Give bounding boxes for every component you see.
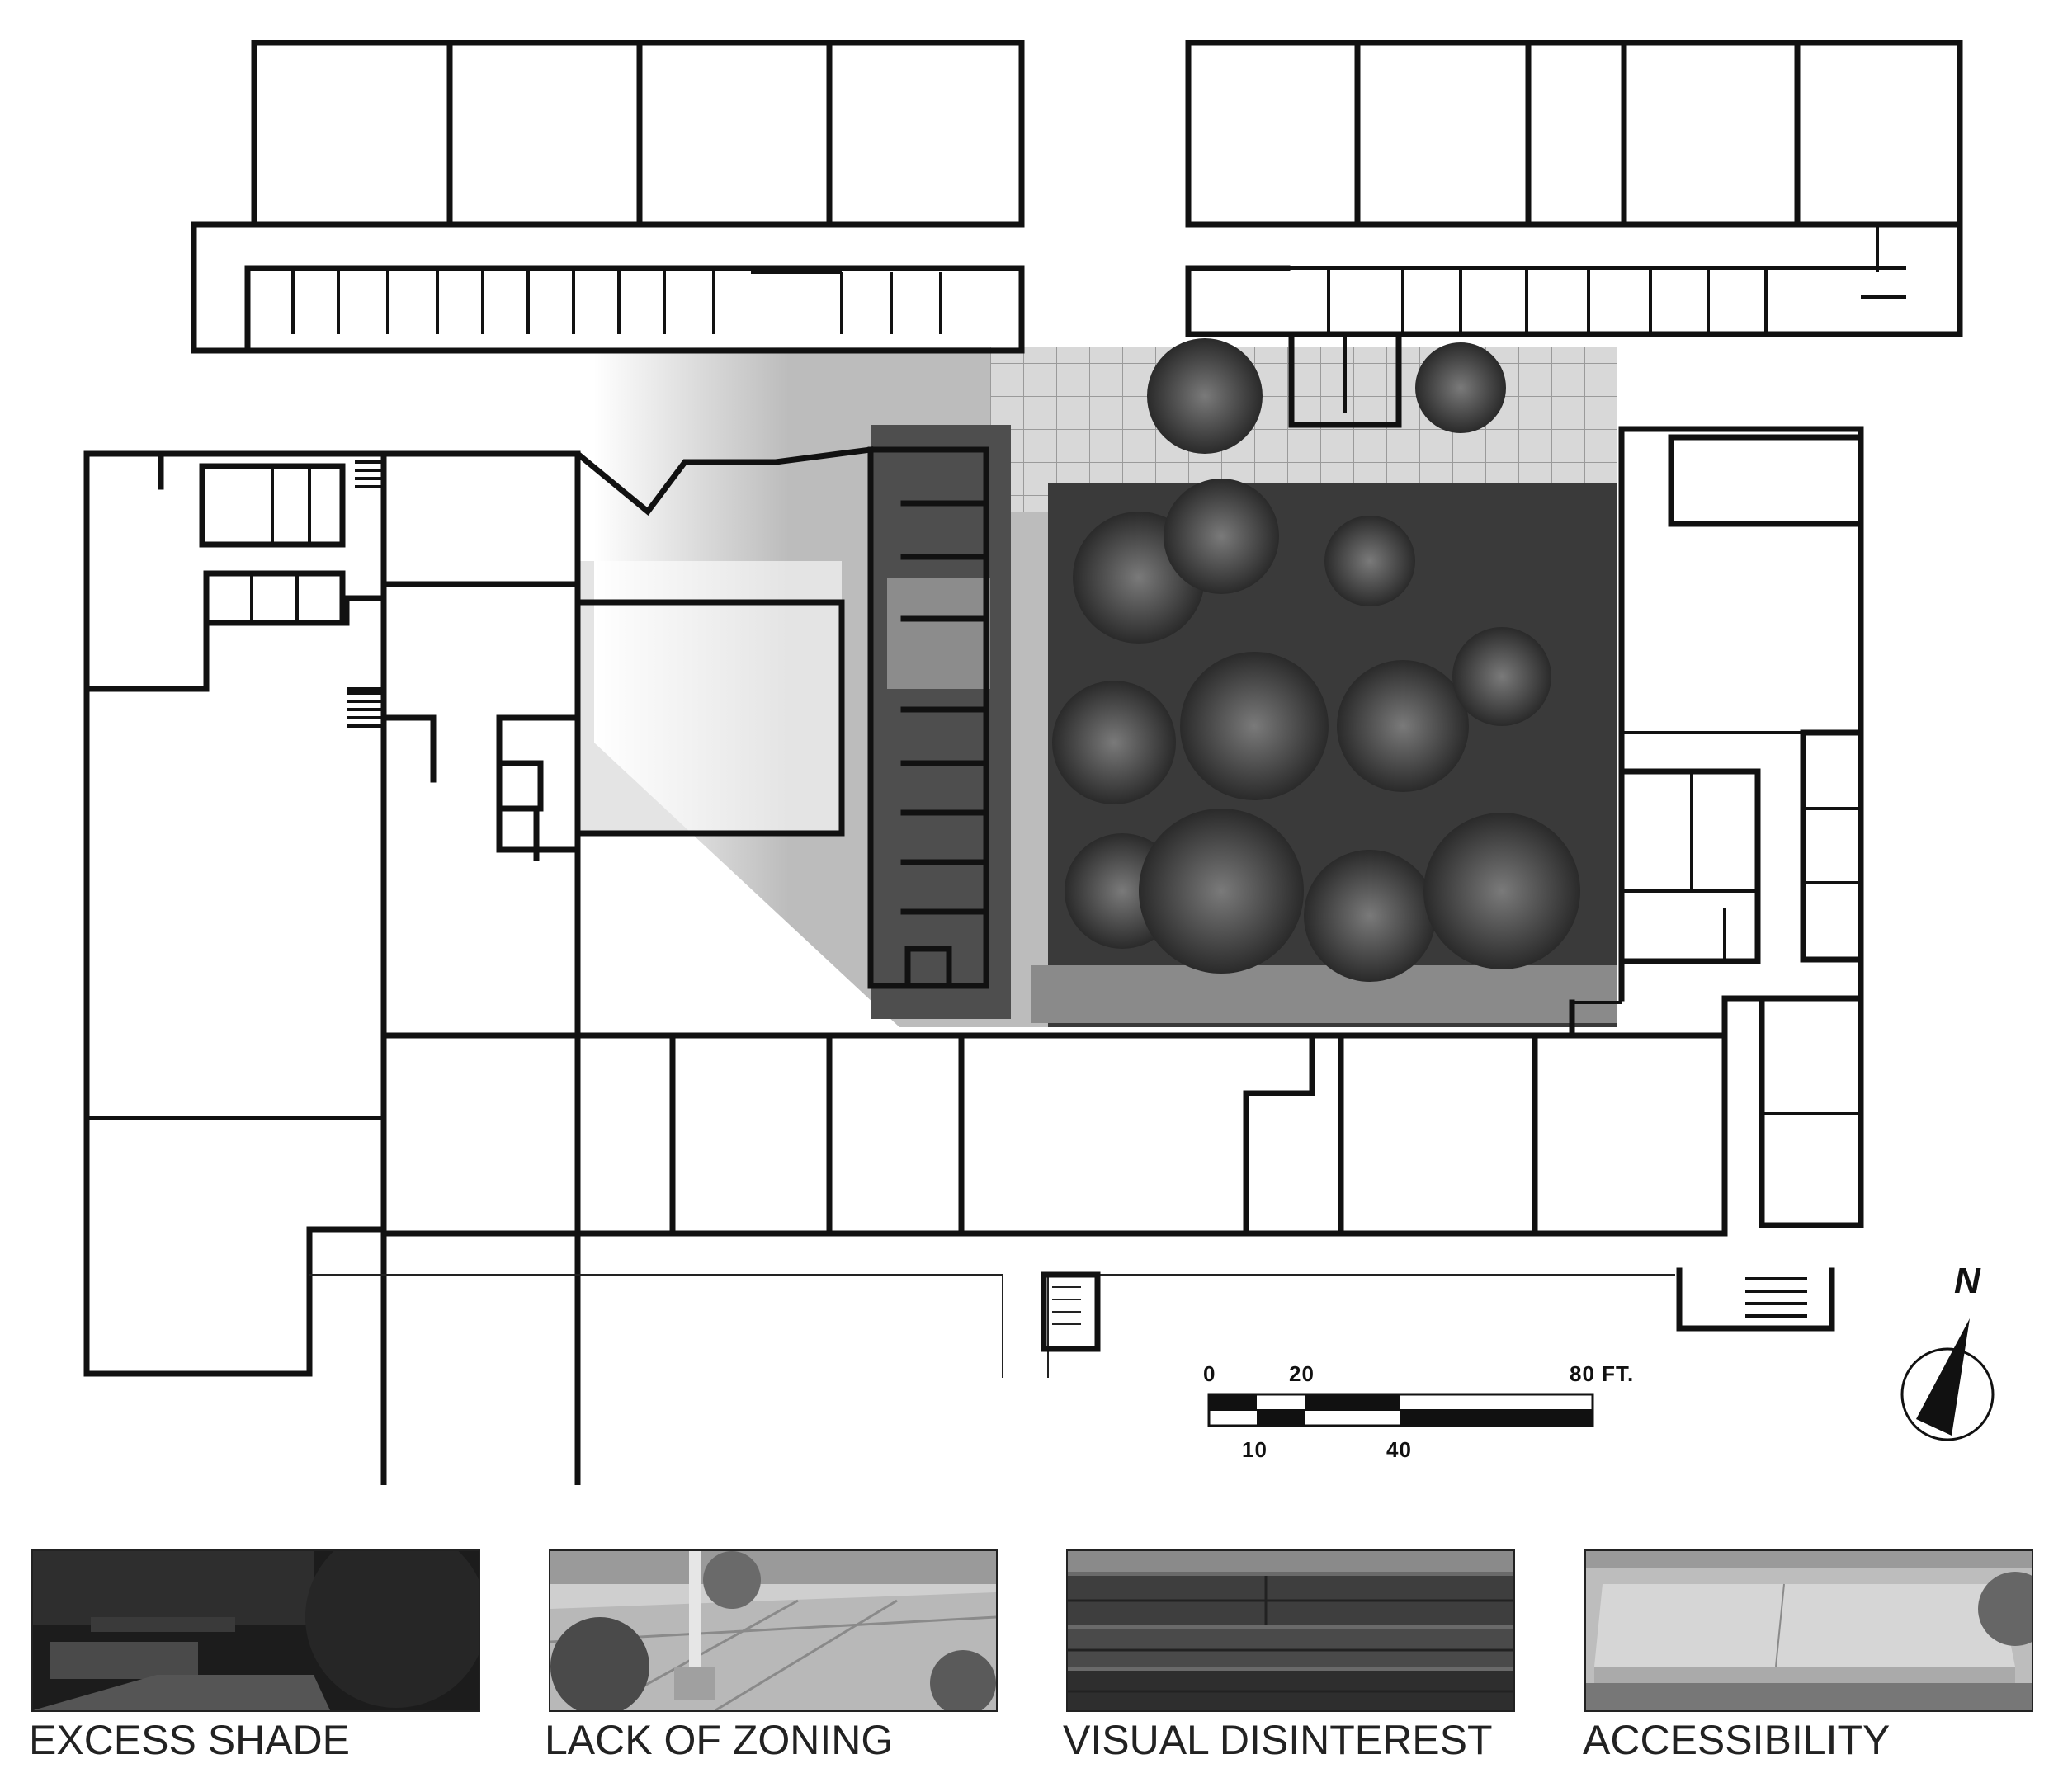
scale-label-80: 80 FT.: [1570, 1361, 1635, 1386]
visual-disinterest-caption: VISUAL DISINTEREST: [1063, 1717, 1493, 1763]
north-wing-east: [1185, 40, 1963, 428]
visual-disinterest-photo: [1066, 1549, 1515, 1712]
east-wing: [1569, 426, 1864, 1228]
central-west-block: [380, 450, 845, 1030]
covered-walkway: [867, 446, 989, 989]
site-edge: [309, 1267, 1835, 1378]
courtyard-aerial-photo: [578, 338, 1617, 1027]
excess-shade-caption: EXCESS SHADE: [29, 1717, 351, 1763]
lack-of-zoning-caption: LACK OF ZONING: [545, 1717, 894, 1763]
scale-label-40: 40: [1386, 1437, 1412, 1462]
north-label: N: [1954, 1261, 1980, 1301]
scale-label-20: 20: [1289, 1361, 1315, 1386]
scale-label-0: 0: [1203, 1361, 1216, 1386]
site-floor-plan: [83, 40, 1995, 1485]
scale-bar: [1207, 1393, 1594, 1427]
lack-of-zoning-photo: [549, 1549, 998, 1712]
excess-shade-photo: [31, 1549, 480, 1712]
north-arrow-icon: [1900, 1318, 1995, 1441]
scale-label-10: 10: [1242, 1437, 1268, 1462]
accessibility-photo: [1584, 1549, 2033, 1712]
accessibility-caption: ACCESSIBILITY: [1583, 1717, 1891, 1763]
north-wing-west: [191, 40, 1025, 354]
south-wing: [380, 995, 1728, 1237]
